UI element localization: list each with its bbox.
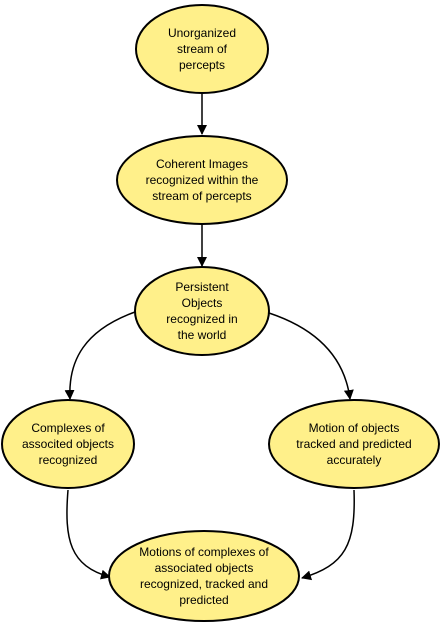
edge-persistent-to-complexes — [64, 311, 136, 400]
node-coherent-images — [116, 135, 288, 225]
edge-motion-to-motions-complexes — [301, 489, 355, 581]
node-unorganized-stream — [135, 4, 269, 94]
edge-complexes-to-motions-complexes — [66, 489, 111, 580]
node-complexes — [1, 399, 135, 489]
node-motion-of-objects — [268, 399, 440, 489]
node-persistent-objects — [134, 266, 270, 356]
edge-persistent-to-motion — [268, 312, 354, 400]
node-motions-of-complexes — [108, 530, 300, 622]
